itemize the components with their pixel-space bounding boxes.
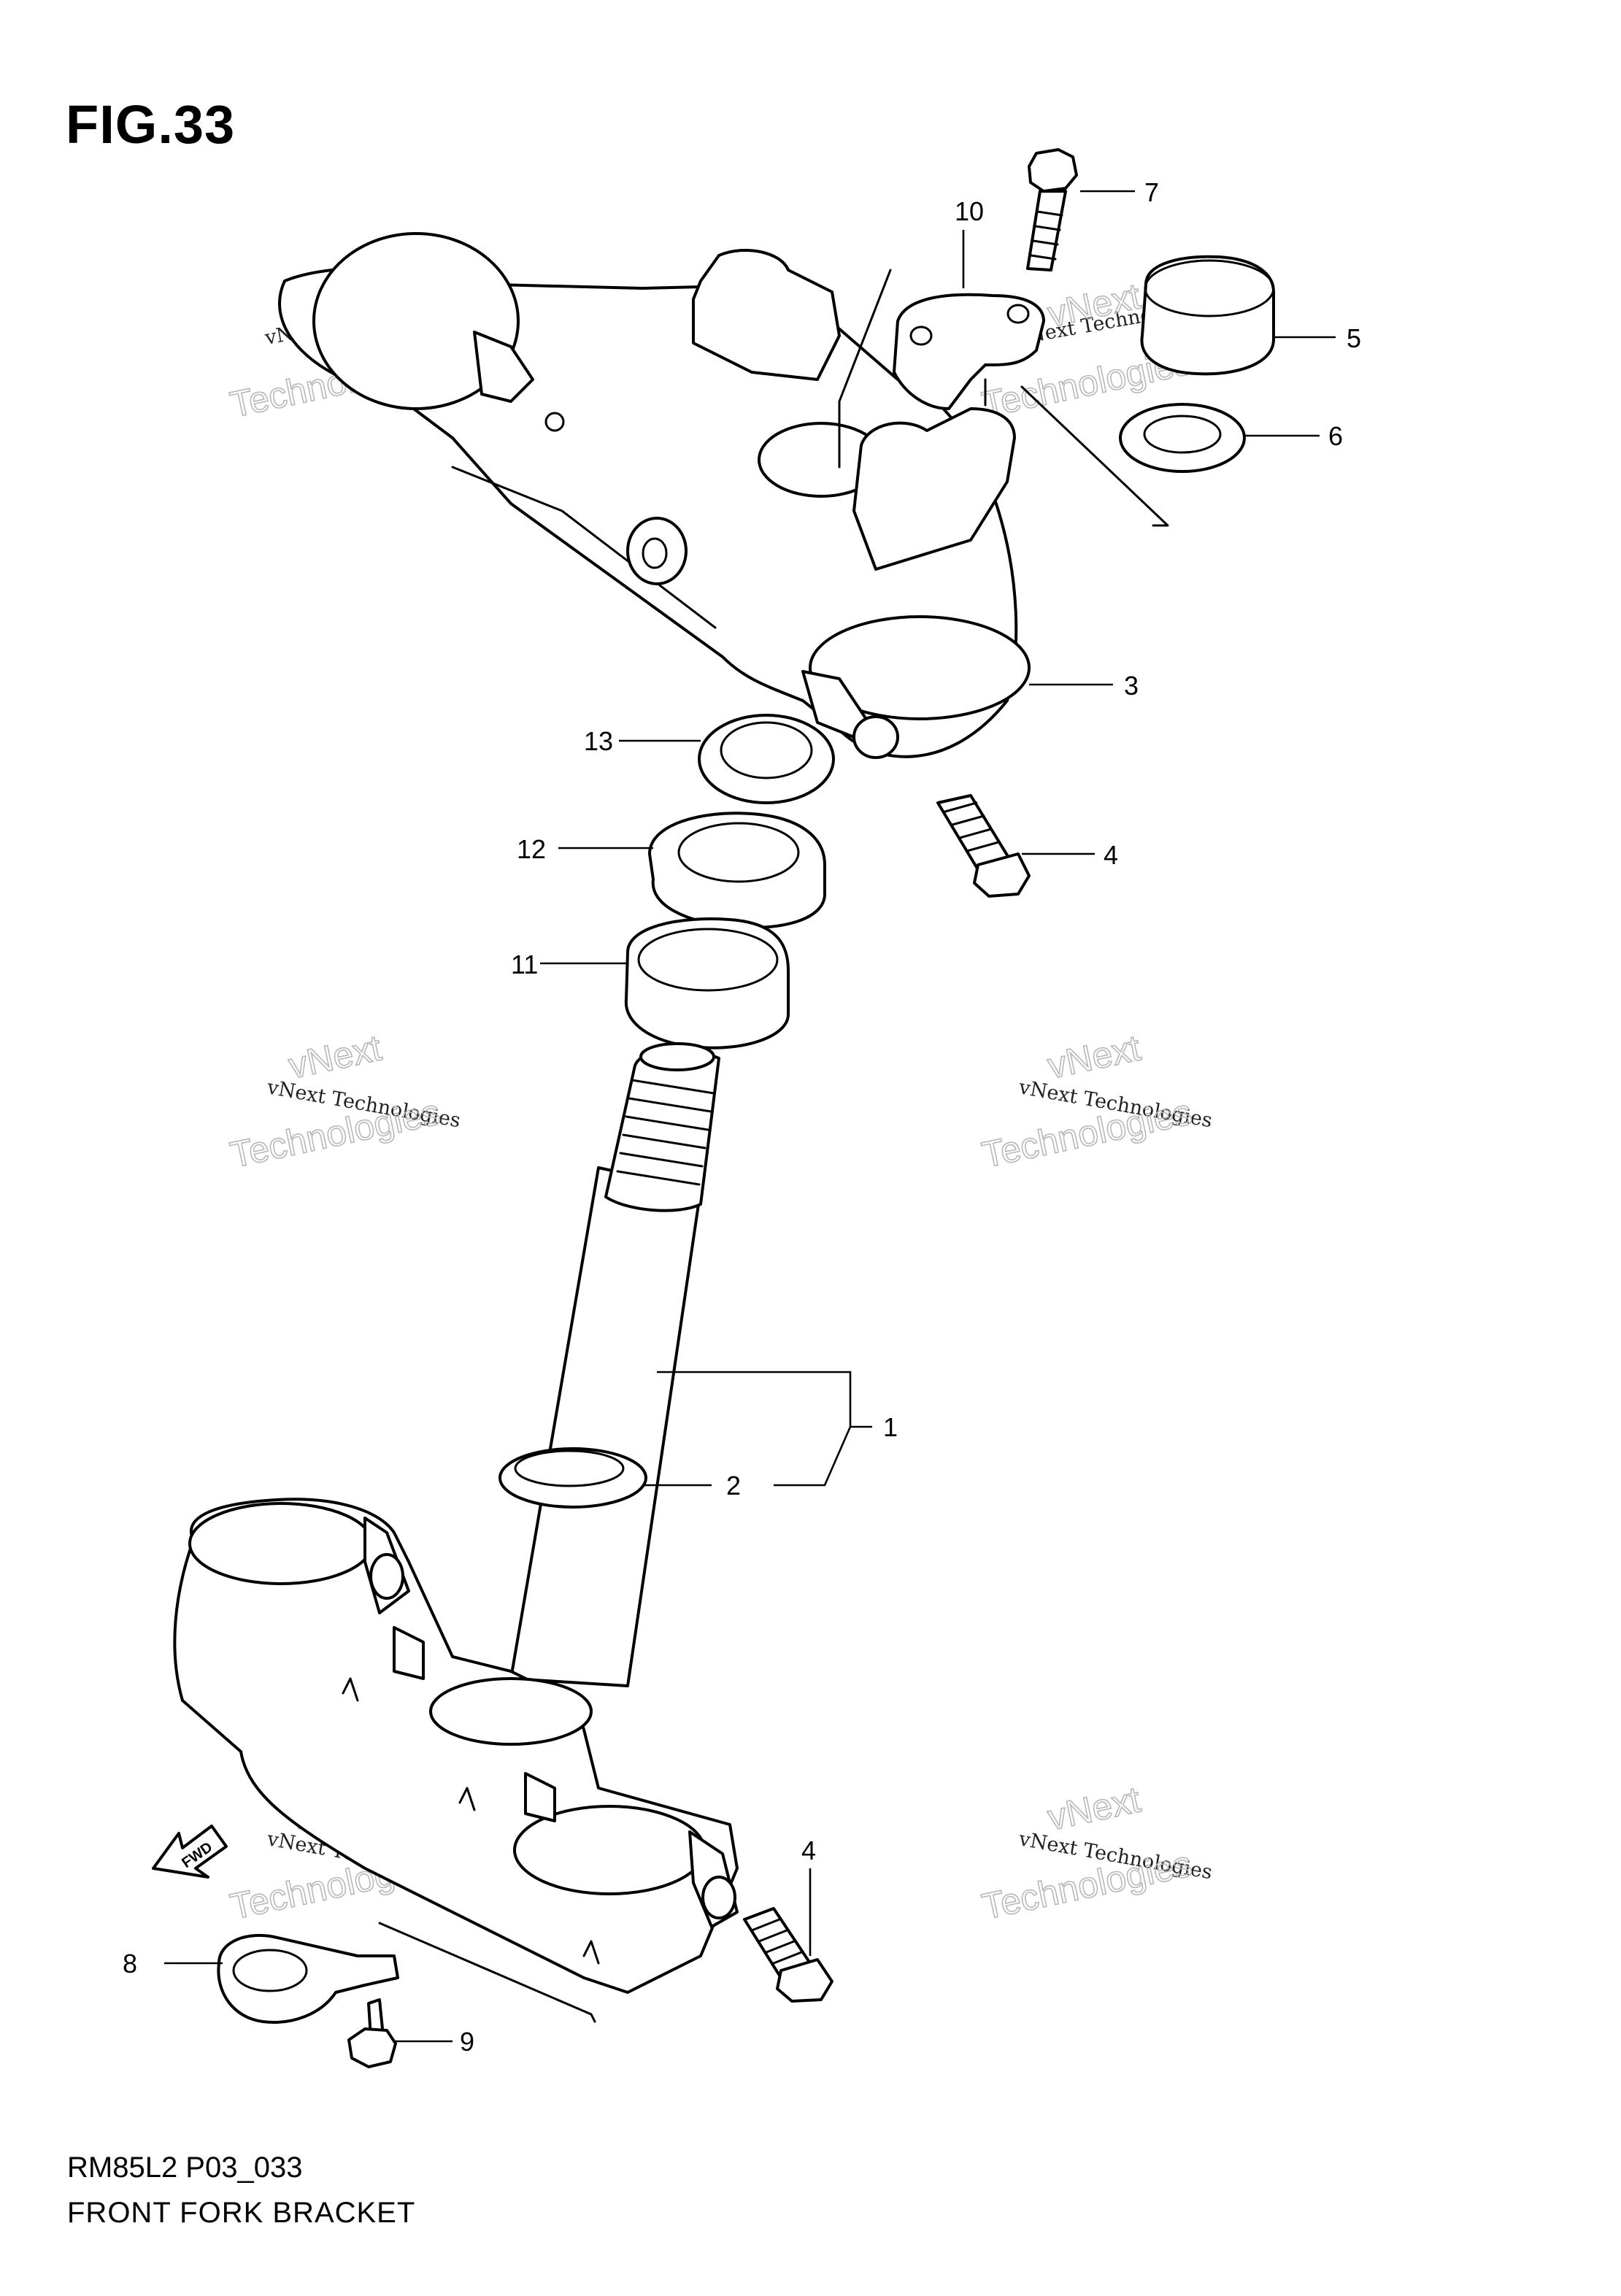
lower-pinch-bolt-thread (750, 1918, 803, 1965)
callout-1: 1 (883, 1412, 898, 1442)
guide-screw (347, 1998, 397, 2068)
callout-5: 5 (1347, 323, 1361, 353)
callout-6: 6 (1328, 421, 1343, 451)
left-clamp-lug (473, 331, 534, 403)
callout-3: 3 (1124, 671, 1139, 701)
rear-handlebar-mount (692, 249, 841, 381)
watermark-mid-left: vNext Technologies vNext Technologies (226, 1027, 462, 1176)
stem-thread-lines (616, 1079, 715, 1186)
model-code: RM85L2 P03_033 (67, 2151, 303, 2184)
fwd-arrow-shape (152, 1825, 228, 1879)
handlebar-holder (893, 293, 1045, 410)
leader-1-2 (642, 1371, 872, 1487)
lower-bracket-tab-right (524, 1772, 556, 1822)
assembly-line-cable-guide (378, 1922, 596, 2023)
section-name: FRONT FORK BRACKET (67, 2197, 416, 2229)
stem-seal-outer (498, 1447, 647, 1509)
callout-12: 8 (123, 1949, 137, 1979)
left-clamp-bolt-hole (544, 412, 565, 432)
stem-dust-seal (498, 1447, 647, 1509)
cable-guide (217, 1933, 399, 2024)
lower-bracket-mount-hole (582, 1940, 600, 1965)
holder-bolt-hole-right (1006, 304, 1030, 324)
left-fork-hole (312, 232, 520, 410)
right-fork-hole (809, 615, 1031, 720)
dust-seal (648, 812, 826, 929)
forward-arrow: FWD (152, 1825, 228, 1879)
damper-mount-hole (642, 537, 668, 569)
callout-4-lower: 4 (801, 1835, 816, 1865)
guide-screw-head (347, 2027, 397, 2068)
lower-left-fork-hole (188, 1502, 374, 1585)
stem-seal-inner (514, 1449, 625, 1487)
lower-bracket-tab-left (393, 1626, 425, 1680)
lower-bracket-notch-right (458, 1787, 476, 1811)
callout-4-upper: 4 (1104, 840, 1118, 870)
front-handlebar-mount (852, 407, 1016, 571)
upper-pinch-bolt-thread (944, 801, 1000, 852)
watermark-text: vNext (1044, 1027, 1144, 1086)
upper-pinch-bolt-head (973, 852, 1031, 898)
steering-stem-nut (698, 714, 835, 804)
holder-bolt (1026, 148, 1078, 271)
callout-9: 11 (511, 949, 538, 979)
steering-stem-lower-bracket (173, 1042, 739, 1994)
stem-washer (1119, 403, 1246, 473)
assembly-line-holder (838, 269, 892, 469)
watermark-mid-right: vNext Technologies vNext Technologies (978, 1027, 1214, 1176)
leader-lines (164, 190, 1336, 2043)
holder-bolt-thread (1030, 210, 1063, 261)
lower-left-clamp-boss (369, 1553, 404, 1600)
holder-bolt-hole-left (909, 325, 933, 346)
stem-tube (509, 1166, 702, 1687)
watermark-text: vNext (285, 1027, 385, 1086)
callout-11: 13 (584, 726, 613, 756)
callout-2: 2 (726, 1471, 741, 1501)
stem-cap (1140, 255, 1275, 376)
lower-right-clamp-boss (701, 1876, 736, 1919)
bracket-crease (451, 466, 717, 629)
right-clamp-bolt-boss (852, 715, 899, 759)
lower-pinch-bolt-head (776, 1958, 833, 2003)
upper-pinch-bolt (936, 794, 1031, 898)
lower-pinch-bolt (743, 1907, 833, 2003)
damper-mount-boss (626, 517, 688, 585)
watermark-text: vNext (1044, 1779, 1144, 1838)
nut-outer (698, 714, 835, 804)
figure-title: FIG.33 (66, 94, 236, 155)
callout-10: 12 (517, 834, 546, 864)
washer-inner (1143, 415, 1222, 454)
washer-outer (1119, 403, 1246, 473)
callout-8: 7 (1144, 177, 1159, 207)
assembly-lines (378, 269, 1169, 2023)
lower-bracket-notch-left (342, 1677, 359, 1702)
cap-top (1144, 259, 1275, 317)
bearing-body (624, 917, 790, 1049)
stem-top (639, 1042, 715, 1071)
holder-bolt-head (1028, 148, 1078, 193)
callout-numbers: 7 10 5 6 3 13 12 11 4 1 2 4 8 9 (123, 177, 1361, 2057)
handlebar-holder-body (893, 293, 1045, 410)
callout-7: 10 (955, 196, 984, 226)
assembly-line-holder-bolt (1020, 385, 1169, 527)
cable-guide-loop (232, 1949, 308, 1992)
watermark-bottom-right: vNext Technologies vNext Technologies (978, 1779, 1214, 1928)
seal-inner (677, 822, 800, 883)
callout-13: 9 (460, 2027, 474, 2057)
seal-body (648, 812, 826, 929)
bearing-race (637, 928, 779, 992)
nut-inner (720, 721, 813, 779)
cable-guide-body (217, 1933, 399, 2024)
steering-bearing (624, 917, 790, 1049)
upper-fork-bracket (278, 232, 1031, 759)
stem-base-collar (429, 1677, 593, 1746)
